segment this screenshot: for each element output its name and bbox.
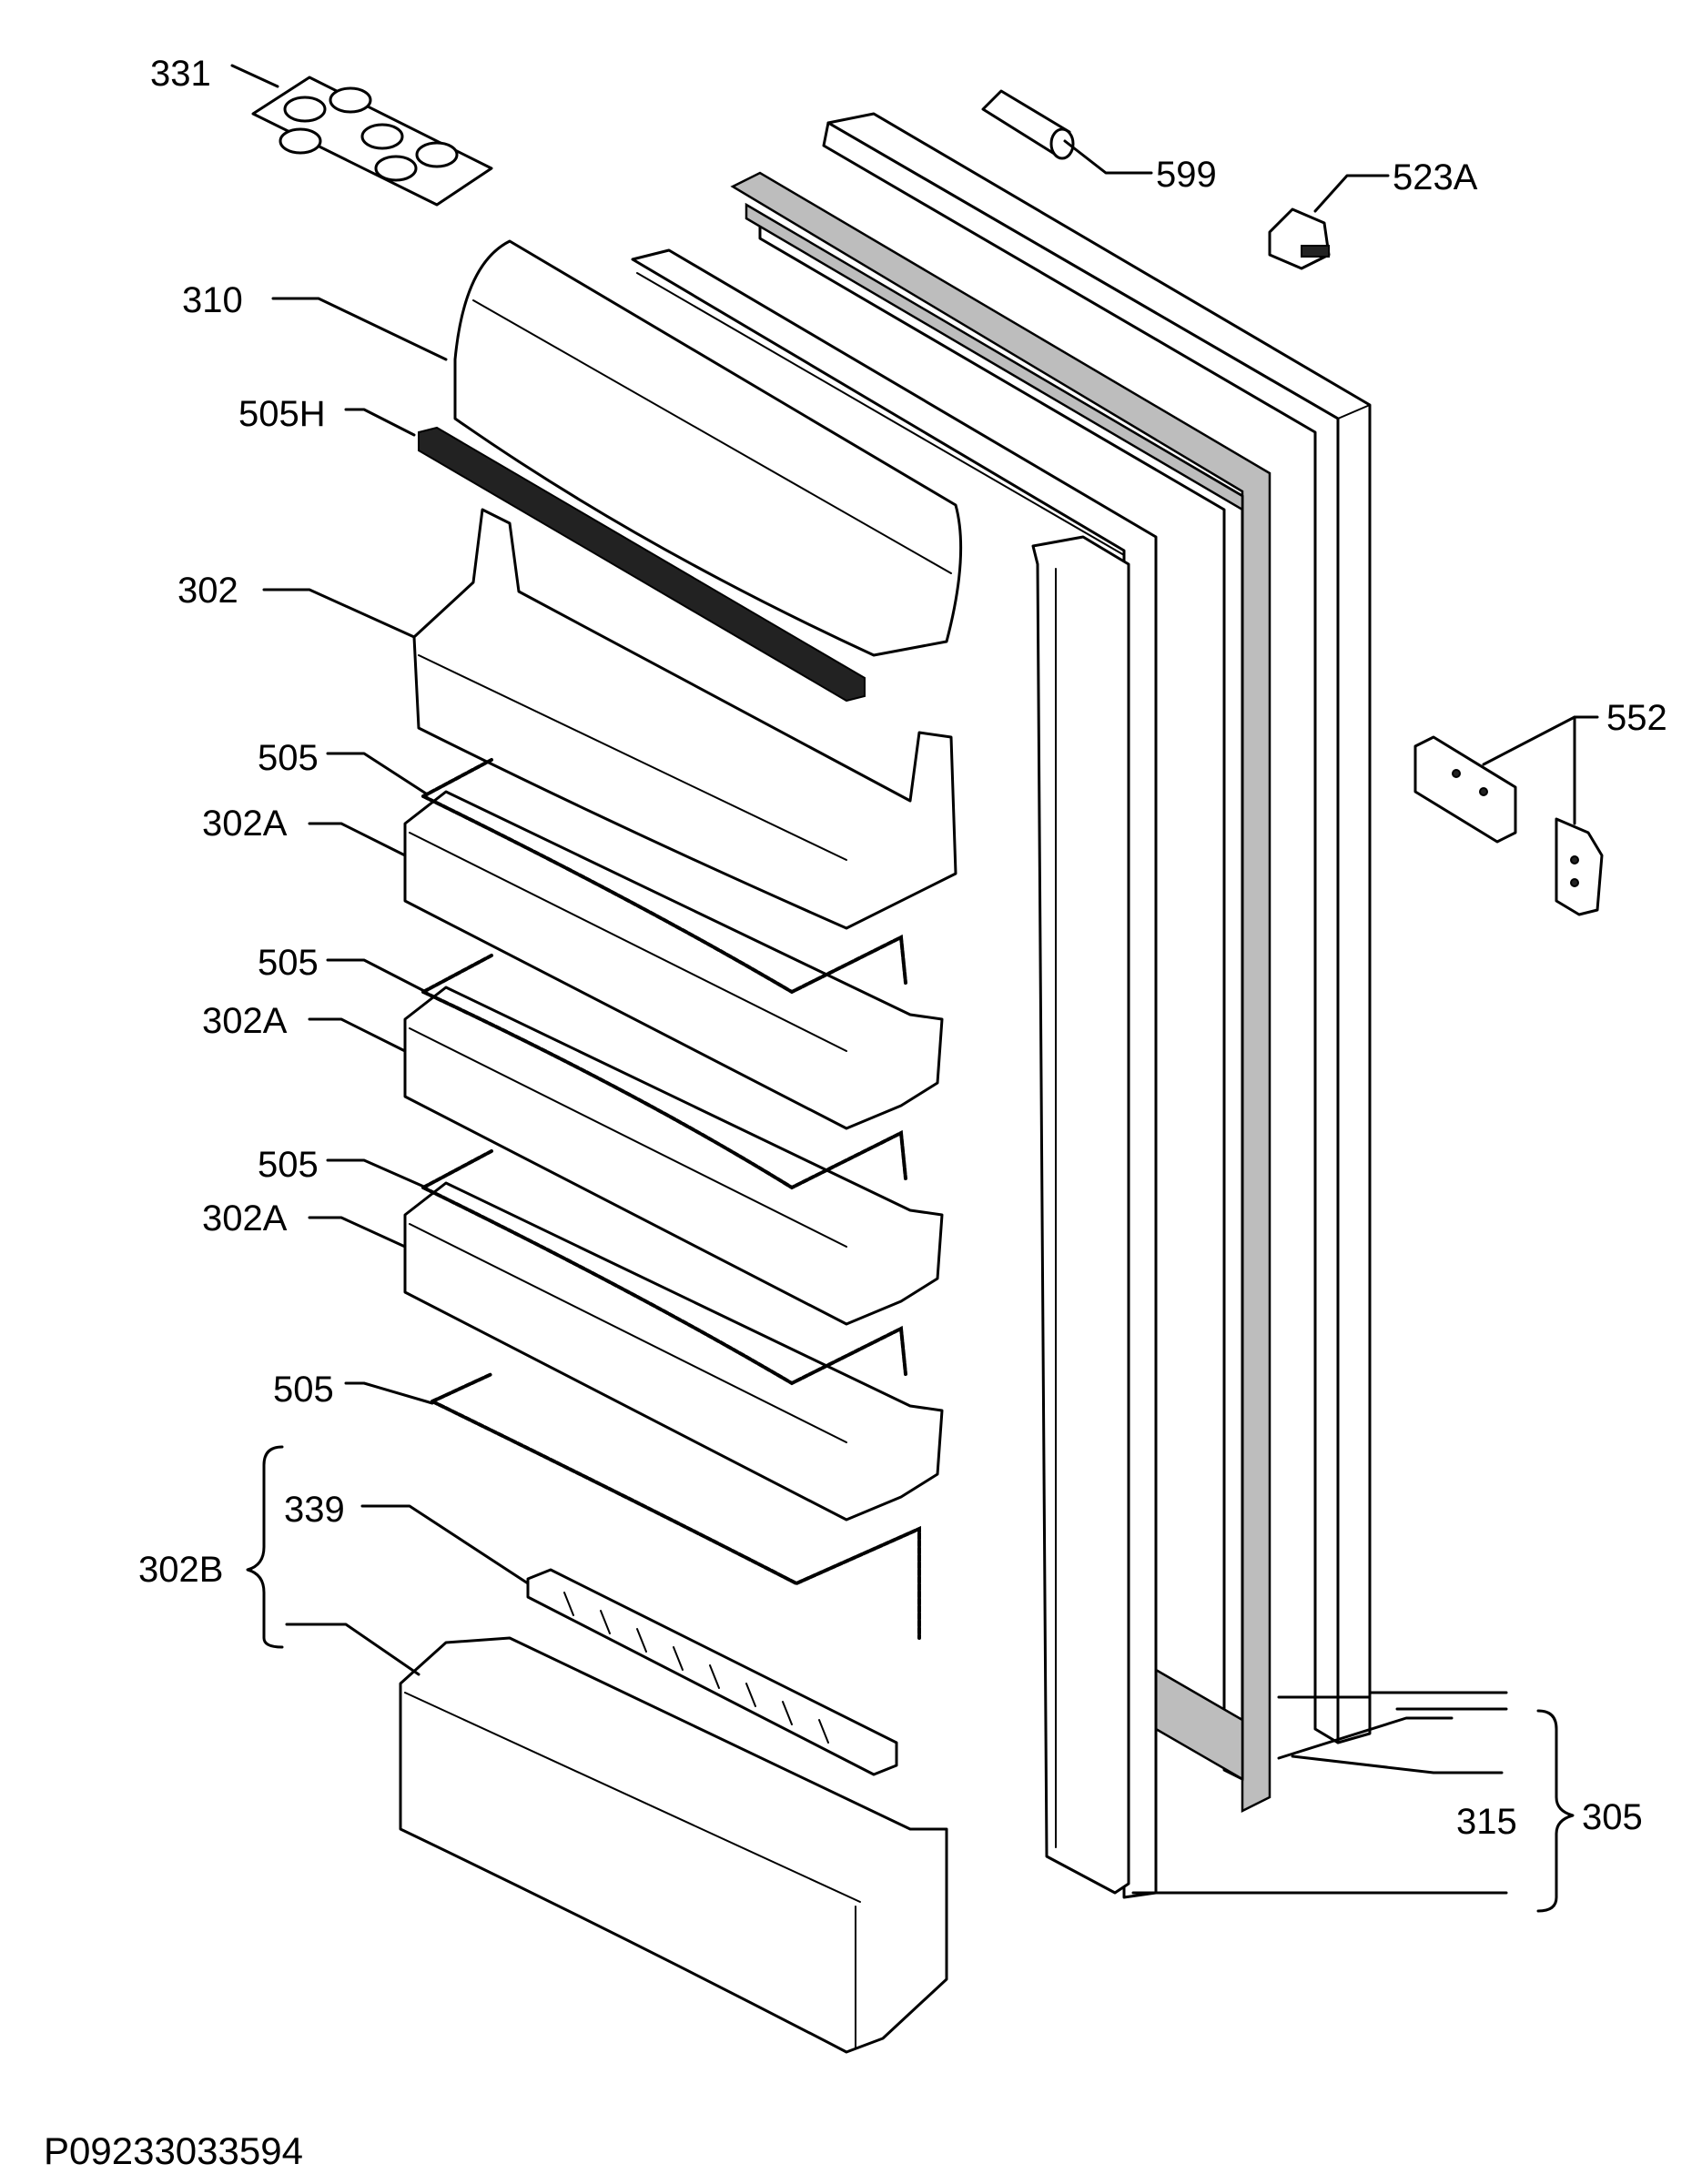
hinge-cap-part [1268,207,1331,270]
label-302a-first: 302A [202,804,288,844]
label-552: 552 [1606,698,1667,738]
diagram-id: P09233033594 [44,2129,303,2172]
label-302a-second: 302A [202,1001,288,1041]
door-gasket [730,171,1271,1814]
tray-302a-upper [403,790,944,1130]
label-505-third: 505 [258,1145,319,1185]
label-315: 315 [1456,1802,1517,1842]
label-302b: 302B [138,1550,223,1590]
door-panel [822,112,1372,1744]
label-302: 302 [177,571,238,611]
label-310: 310 [182,280,243,320]
seal-wires [421,758,921,1640]
roller-part [981,89,1075,160]
leader-lines [230,64,1599,1895]
shelf-cover-part [453,239,963,657]
braces [246,1445,1575,1913]
seal-strip-h-part [418,426,866,703]
label-523a: 523A [1393,157,1478,197]
label-305: 305 [1582,1797,1643,1837]
label-505-first: 505 [258,738,319,778]
hinge-brackets-part [1413,735,1604,916]
label-599: 599 [1156,155,1217,195]
egg-tray-part [251,76,493,207]
inner-liner [631,248,1158,1899]
label-331: 331 [150,54,211,94]
label-505-fourth: 505 [273,1370,334,1410]
bottle-shelf-part [399,1636,948,2054]
bottle-holder-part [526,1568,898,1776]
label-505-second: 505 [258,943,319,983]
label-302a-third: 302A [202,1198,288,1239]
tray-302a-lower [403,1181,944,1522]
label-339: 339 [284,1490,345,1530]
label-505h: 505H [238,394,326,434]
tray-302a-middle [403,986,944,1326]
